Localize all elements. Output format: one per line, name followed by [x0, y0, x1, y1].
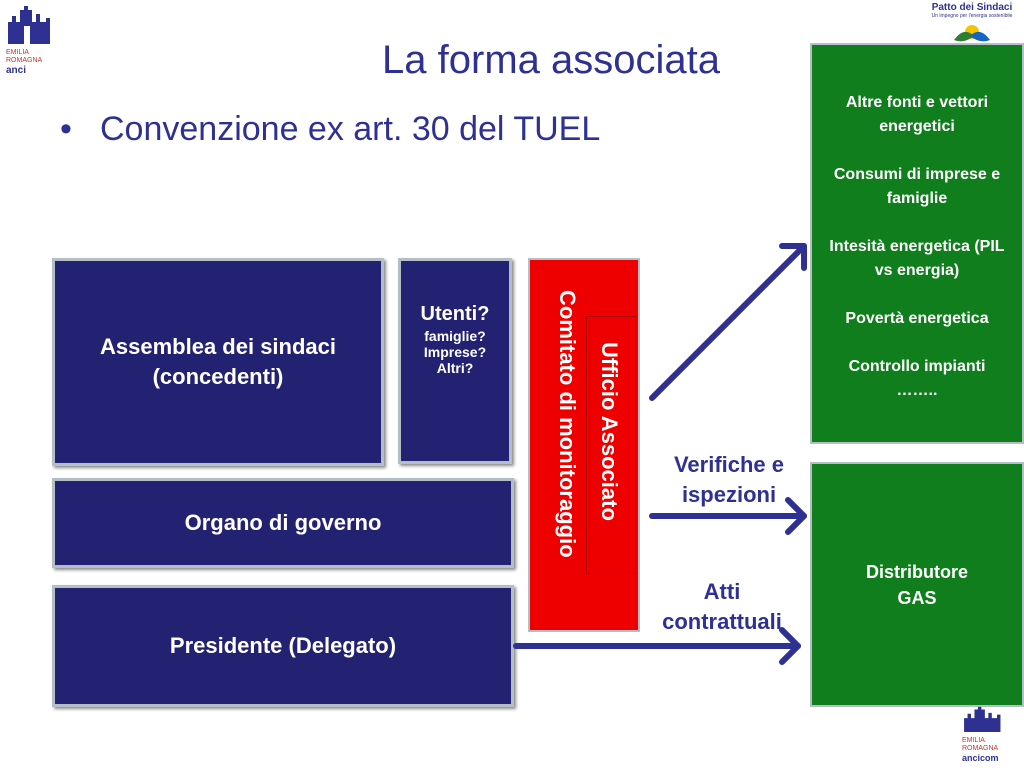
indicators-box: Altre fonti e vettori energetici Consumi… [810, 43, 1024, 444]
logo-line-2: ROMAGNA [962, 745, 999, 752]
arrow-to-indicators [649, 243, 807, 401]
castle-icon [964, 706, 1001, 732]
logo-line-3: ancicom [962, 753, 999, 763]
verifiche-line-2: ispezioni [681, 482, 777, 507]
verifiche-line-1: Verifiche e [673, 452, 785, 477]
atti-line-1: Atti [703, 579, 741, 604]
atti-line-2: contrattuali [662, 609, 782, 634]
bullet-marker: • [60, 110, 72, 148]
verifiche-label: Verifiche e ispezioni [652, 450, 806, 510]
utenti-title: Utenti? [420, 302, 490, 325]
logo-line-1: EMILIA [6, 49, 29, 56]
sun-leaf-icon [954, 25, 990, 42]
distributore-line-1: Distributore [865, 561, 968, 582]
assemblea-line-1: Assemblea dei sindaci [100, 334, 336, 359]
distributore-box: Distributore GAS [810, 462, 1024, 707]
patto-subtitle: Un impegno per l'energia sostenibile [931, 13, 1013, 19]
slide-title: La forma associata [382, 38, 720, 82]
logo-line-3: anci [6, 65, 27, 76]
logo-line-2: ROMAGNA [6, 57, 43, 64]
bullet-item: • Convenzione ex art. 30 del TUEL [60, 110, 600, 149]
utenti-item: Altri? [436, 359, 474, 376]
comitato-box: Comitato di monitoraggio Ufficio Associa… [528, 258, 640, 632]
comitato-label: Comitato di monitoraggio [555, 290, 580, 558]
assemblea-box: Assemblea dei sindaci (concedenti) [52, 258, 384, 466]
patto-title: Patto dei Sindaci [931, 2, 1013, 13]
utenti-box: Utenti? famiglie? Imprese? Altri? [398, 258, 512, 464]
utenti-item: Imprese? [423, 343, 487, 360]
presidente-box: Presidente (Delegato) [52, 585, 514, 707]
logo-line-1: EMILIA [962, 737, 985, 744]
presidente-label: Presidente (Delegato) [169, 633, 397, 658]
ufficio-inner-box [586, 316, 636, 574]
utenti-item: famiglie? [424, 327, 486, 344]
indicator-item: Consumi di imprese e famiglie [833, 166, 1001, 207]
patto-dei-sindaci-logo: Patto dei Sindaci Un impegno per l'energ… [922, 2, 1022, 46]
indicator-item: Intesità energetica (PIL vs energia) [829, 238, 1005, 279]
ancicom-logo: EMILIA ROMAGNA ancicom [962, 706, 1022, 766]
indicator-item: Povertà energetica [845, 310, 989, 327]
ufficio-label: Ufficio Associato [597, 342, 622, 521]
indicator-item: Altre fonti e vettori energetici [845, 94, 989, 135]
distributore-line-2: GAS [897, 587, 937, 608]
atti-label: Atti contrattuali [644, 577, 800, 637]
organo-box: Organo di governo [52, 478, 514, 568]
emilia-romagna-anci-logo: EMILIA ROMAGNA anci [6, 4, 62, 84]
organo-label: Organo di governo [184, 510, 382, 535]
assemblea-line-2: (concedenti) [152, 364, 284, 389]
indicator-item: …….. [896, 382, 938, 399]
bullet-text: Convenzione ex art. 30 del TUEL [100, 110, 601, 148]
castle-icon [8, 6, 50, 44]
indicator-item: Controllo impianti [848, 358, 986, 375]
